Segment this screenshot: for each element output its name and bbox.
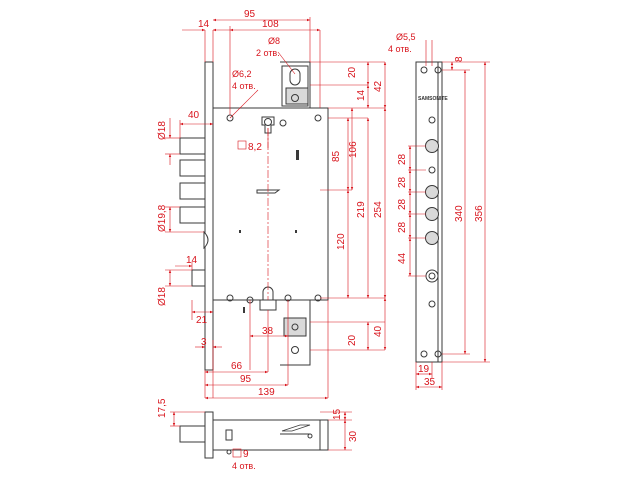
latch-head bbox=[425, 269, 439, 283]
dim-95-bottom: 95 bbox=[240, 374, 252, 385]
dim-14-bolt: 14 bbox=[186, 255, 198, 266]
lock-case bbox=[212, 107, 329, 301]
note-square-8-2: 8,2 bbox=[248, 142, 262, 153]
case-hole-bl bbox=[226, 294, 234, 302]
dim-14-right: 14 bbox=[356, 89, 367, 101]
dim-106: 106 bbox=[348, 141, 359, 158]
faceplate-note-count: 4 отв. bbox=[388, 44, 412, 54]
faceplate-dim-28-1: 28 bbox=[397, 153, 408, 165]
deadbolt-small bbox=[191, 269, 206, 287]
dim-139: 139 bbox=[258, 387, 275, 398]
dim-120: 120 bbox=[336, 233, 347, 250]
bottom-square-symbol bbox=[232, 448, 242, 458]
case-hole-tr bbox=[314, 114, 322, 122]
faceplate-dim-28-4: 28 bbox=[397, 221, 408, 233]
faceplate-dim-356: 356 bbox=[474, 205, 485, 222]
bottom-dim-15: 15 bbox=[332, 408, 343, 420]
bolt-head-3 bbox=[425, 207, 439, 221]
dim-dia-18-bottom: Ø18 bbox=[157, 287, 168, 306]
brand-logo: SAMSONITE bbox=[418, 96, 448, 102]
faceplate-dim-28-3: 28 bbox=[397, 198, 408, 210]
bolts bbox=[179, 137, 209, 287]
bolt-head-2 bbox=[425, 185, 439, 199]
dim-40-bolt: 40 bbox=[188, 110, 200, 121]
dim-20-bottom: 20 bbox=[347, 334, 358, 346]
note-hole-8: Ø8 bbox=[268, 36, 280, 46]
dim-254: 254 bbox=[373, 201, 384, 218]
dim-95-top: 95 bbox=[244, 9, 256, 20]
faceplate-view: SAMSONITE Ø5,5 bbox=[388, 32, 490, 390]
dim-40-right: 40 bbox=[373, 325, 384, 337]
bolt-4 bbox=[179, 206, 206, 224]
dim-14-top: 14 bbox=[198, 19, 210, 30]
front-view: 14 95 108 Ø8 2 отв. Ø6,2 4 отв. 8,2 20 1… bbox=[157, 9, 387, 400]
latch-bolt bbox=[203, 230, 209, 250]
dim-85: 85 bbox=[331, 150, 342, 162]
bottom-bolt bbox=[179, 425, 206, 443]
top-keyhole bbox=[261, 116, 275, 134]
cylinder-profile bbox=[259, 286, 277, 311]
faceplate-note-hole: Ø5,5 bbox=[396, 32, 416, 42]
faceplate-dim-28-2: 28 bbox=[397, 176, 408, 188]
bottom-note-count: 4 отв. bbox=[232, 461, 256, 471]
bottom-plate bbox=[204, 411, 214, 459]
bottom-latch-arm bbox=[281, 424, 311, 432]
bottom-view: 17,5 15 30 9 4 отв. bbox=[157, 398, 359, 471]
dim-20-top: 20 bbox=[347, 66, 358, 78]
bottom-case bbox=[212, 419, 329, 451]
note-hole-6-2-count: 4 отв. bbox=[232, 81, 256, 91]
dim-66: 66 bbox=[231, 361, 243, 372]
bolt-head-4 bbox=[425, 231, 439, 245]
dim-dia-19-8: Ø19,8 bbox=[157, 204, 168, 232]
note-hole-8-count: 2 отв. bbox=[256, 48, 280, 58]
bottom-dim-30: 30 bbox=[348, 430, 359, 442]
dim-42: 42 bbox=[373, 80, 384, 92]
dim-219: 219 bbox=[356, 201, 367, 218]
dim-108: 108 bbox=[262, 19, 279, 30]
dim-3: 3 bbox=[201, 337, 207, 348]
bolt-3 bbox=[179, 182, 206, 200]
bolt-2 bbox=[179, 159, 206, 177]
faceplate-dim-44: 44 bbox=[397, 252, 408, 264]
dim-21: 21 bbox=[196, 315, 208, 326]
latch-arm bbox=[256, 189, 281, 194]
faceplate-dim-35: 35 bbox=[424, 377, 436, 388]
faceplate-dim-340: 340 bbox=[454, 205, 465, 222]
faceplate-dim-8: 8 bbox=[454, 56, 465, 62]
bolt-head-1 bbox=[425, 139, 439, 153]
bottom-note-square: 9 bbox=[243, 449, 249, 460]
dim-dia-18-top: Ø18 bbox=[157, 121, 168, 140]
bolt-1 bbox=[179, 137, 206, 155]
bottom-extension bbox=[280, 299, 311, 366]
faceplate-dim-19: 19 bbox=[418, 364, 430, 375]
bottom-dim-17-5: 17,5 bbox=[157, 398, 168, 418]
dim-38: 38 bbox=[262, 326, 274, 337]
note-hole-6-2: Ø6,2 bbox=[232, 69, 252, 79]
square-symbol bbox=[237, 140, 247, 150]
